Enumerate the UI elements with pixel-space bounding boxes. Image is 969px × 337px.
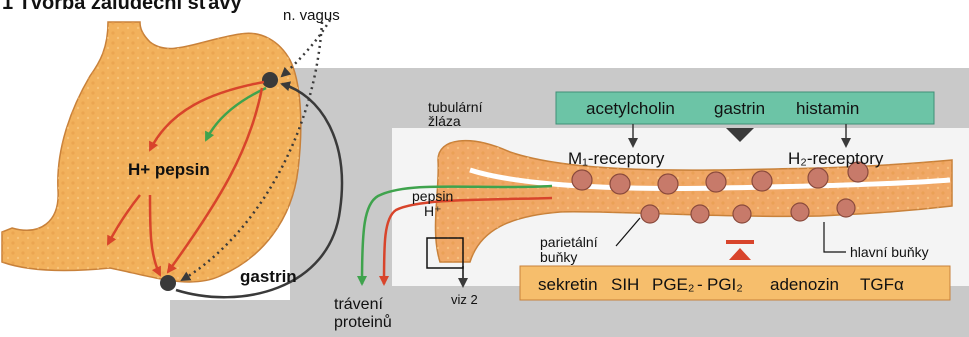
inhibitor-adenozin: adenozin — [770, 275, 839, 294]
label-digestion-1: trávení — [334, 296, 383, 313]
inhibitor-sekretin: sekretin — [538, 275, 598, 294]
inhibitor-tgfa: TGFα — [860, 275, 904, 294]
inhibitor-pge2: PGE₂ — [652, 275, 695, 294]
label-n-vagus: n. vagus — [283, 7, 340, 24]
inhibitor-dash: - — [697, 275, 703, 294]
stimulator-gastrin: gastrin — [714, 99, 765, 118]
inhibitor-pgi2: PGI₂ — [707, 275, 743, 294]
fundus-node — [262, 72, 278, 88]
label-digestion-2: proteinů — [334, 313, 392, 331]
label-parietal-1: parietální — [540, 234, 598, 250]
label-pepsin: pepsin — [412, 188, 453, 204]
figure-title: 1 Tvorba žaludeční šťávy — [2, 0, 243, 14]
antrum-node — [160, 275, 176, 291]
label-h2-receptors: H₂-receptory — [788, 149, 884, 168]
label-main-cells: hlavní buňky — [850, 244, 929, 260]
label-m1-receptors: M₁-receptory — [568, 149, 665, 168]
label-parietal-2: buňky — [540, 249, 577, 265]
label-gastrin-stomach: gastrin — [240, 267, 297, 286]
label-see-2: viz 2 — [451, 292, 478, 307]
inhibition-bar — [726, 240, 754, 244]
label-h-plus: H⁺ — [424, 203, 442, 219]
inhibitor-sih: SIH — [611, 275, 639, 294]
label-h-pepsin: H+ pepsin — [128, 160, 210, 179]
stimulator-histamin: histamin — [796, 99, 859, 118]
stimulator-acetylcholin: acetylcholin — [586, 99, 675, 118]
label-tubular-gland-2: žláza — [428, 113, 461, 129]
